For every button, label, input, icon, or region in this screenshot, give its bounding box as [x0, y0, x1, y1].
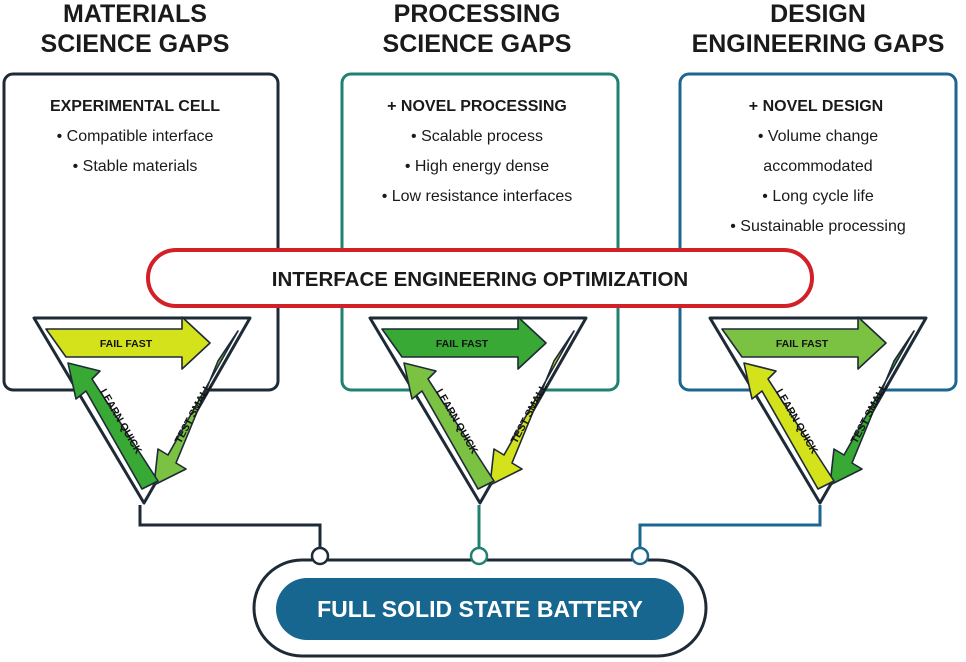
box-item: • Sustainable processing — [730, 218, 905, 235]
box-item: accommodated — [763, 158, 872, 175]
fail-fast-arrow — [381, 316, 547, 370]
cycle-triangle-design: FAIL FAST TEST SMALL LEARN QUICK — [708, 316, 928, 505]
svg-text:SCIENCE GAPS: SCIENCE GAPS — [383, 30, 572, 58]
learn-quick-arrow — [67, 362, 159, 490]
fail-fast-label: FAIL FAST — [436, 338, 489, 350]
svg-text:DESIGN: DESIGN — [770, 0, 866, 28]
connector-terminals — [310, 546, 650, 566]
svg-text:PROCESSING: PROCESSING — [394, 0, 561, 28]
box-heading: + NOVEL PROCESSING — [387, 98, 567, 115]
box-item: • Volume change — [758, 128, 878, 145]
test-small-arrow — [489, 330, 575, 486]
test-small-arrow — [153, 330, 239, 486]
box-materials: EXPERIMENTAL CELL • Compatible interface… — [2, 72, 280, 392]
box-design: + NOVEL DESIGN • Volume change accommoda… — [678, 72, 958, 392]
column-title-design: DESIGN ENGINEERING GAPS — [692, 0, 945, 58]
cycle-triangle-materials: FAIL FAST TEST SMALL LEARN QUICK — [32, 316, 252, 505]
box-item: • Low resistance interfaces — [382, 188, 573, 205]
box-item: • Compatible interface — [57, 128, 214, 145]
fail-fast-arrow — [45, 316, 211, 370]
svg-text:MATERIALS: MATERIALS — [63, 0, 207, 28]
svg-text:SCIENCE GAPS: SCIENCE GAPS — [41, 30, 230, 58]
box-item: • Scalable process — [411, 128, 543, 145]
battery-label: FULL SOLID STATE BATTERY — [317, 596, 643, 622]
connector-lines — [138, 505, 822, 555]
box-heading: + NOVEL DESIGN — [749, 98, 883, 115]
terminal-materials — [310, 546, 330, 566]
test-small-arrow — [829, 330, 915, 486]
interface-optimization-banner: INTERFACE ENGINEERING OPTIMIZATION — [146, 248, 814, 308]
column-title-processing: PROCESSING SCIENCE GAPS — [383, 0, 572, 58]
svg-text:ENGINEERING GAPS: ENGINEERING GAPS — [692, 30, 945, 58]
terminal-processing — [469, 546, 489, 566]
box-item: • High energy dense — [405, 158, 549, 175]
terminal-design — [630, 546, 650, 566]
banner-label: INTERFACE ENGINEERING OPTIMIZATION — [272, 268, 688, 291]
learn-quick-arrow — [403, 362, 495, 490]
column-title-materials: MATERIALS SCIENCE GAPS — [41, 0, 230, 58]
full-solid-state-battery: FULL SOLID STATE BATTERY — [252, 558, 708, 658]
box-heading: EXPERIMENTAL CELL — [50, 98, 220, 115]
learn-quick-arrow — [743, 362, 835, 490]
fail-fast-label: FAIL FAST — [100, 338, 153, 350]
cycle-triangle-processing: FAIL FAST TEST SMALL LEARN QUICK — [368, 316, 588, 505]
fail-fast-label: FAIL FAST — [776, 338, 829, 350]
box-item: • Stable materials — [73, 158, 198, 175]
fail-fast-arrow — [721, 316, 887, 370]
box-item: • Long cycle life — [762, 188, 874, 205]
